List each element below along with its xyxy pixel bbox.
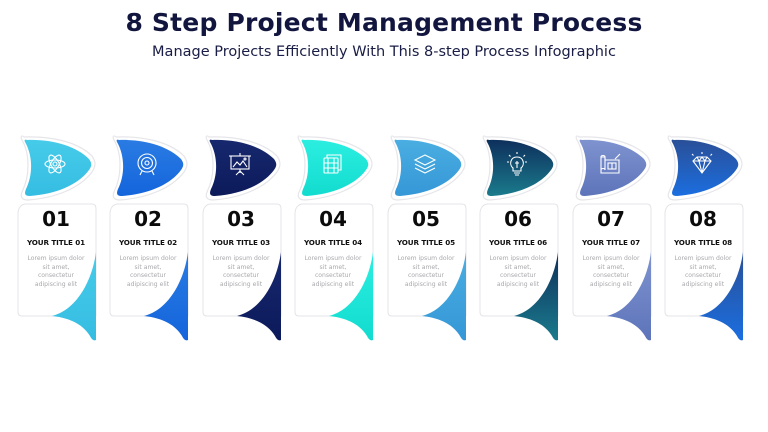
step-description: Lorem ipsum dolor sit amet, consectetur … [304, 255, 362, 288]
step-card-06: 06 YOUR TITLE 06 Lorem ipsum dolor sit a… [478, 132, 564, 342]
step-description: Lorem ipsum dolor sit amet, consectetur … [674, 255, 732, 288]
step-number: 05 [412, 207, 440, 231]
step-shape [479, 135, 559, 341]
step-number: 07 [597, 207, 625, 231]
step-title: YOUR TITLE 03 [211, 238, 271, 247]
step-description: Lorem ipsum dolor sit amet, consectetur … [489, 255, 547, 288]
step-card-05: 05 YOUR TITLE 05 Lorem ipsum dolor sit a… [386, 132, 472, 342]
step-card-03: 03 YOUR TITLE 03 Lorem ipsum dolor sit a… [201, 132, 287, 342]
step-card-02: 02 YOUR TITLE 02 Lorem ipsum dolor sit a… [108, 132, 194, 342]
atom-icon [42, 151, 68, 177]
blueprint-icon [597, 151, 623, 177]
step-description: Lorem ipsum dolor sit amet, consectetur … [119, 255, 177, 288]
step-title: YOUR TITLE 01 [26, 238, 86, 247]
step-number: 04 [319, 207, 347, 231]
step-card-08: 08 YOUR TITLE 08 Lorem ipsum dolor sit a… [663, 132, 749, 342]
step-number: 03 [227, 207, 255, 231]
step-description: Lorem ipsum dolor sit amet, consectetur … [582, 255, 640, 288]
step-description: Lorem ipsum dolor sit amet, consectetur … [27, 255, 85, 288]
step-title: YOUR TITLE 07 [581, 238, 641, 247]
step-number: 06 [504, 207, 532, 231]
step-title: YOUR TITLE 08 [673, 238, 733, 247]
step-number: 01 [42, 207, 70, 231]
diamond-icon [689, 151, 715, 177]
step-card-07: 07 YOUR TITLE 07 Lorem ipsum dolor sit a… [571, 132, 657, 342]
lightbulb-icon [504, 151, 530, 177]
step-card-04: 04 YOUR TITLE 04 Lorem ipsum dolor sit a… [293, 132, 379, 342]
step-title: YOUR TITLE 02 [118, 238, 178, 247]
step-shape [17, 135, 97, 341]
layers-icon [412, 151, 438, 177]
step-description: Lorem ipsum dolor sit amet, consectetur … [212, 255, 270, 288]
page-title: 8 Step Project Management Process [125, 8, 643, 37]
presentation-board-icon [227, 151, 253, 177]
step-number: 02 [134, 207, 162, 231]
step-description: Lorem ipsum dolor sit amet, consectetur … [397, 255, 455, 288]
step-card-01: 01 YOUR TITLE 01 Lorem ipsum dolor sit a… [16, 132, 102, 342]
step-title: YOUR TITLE 04 [303, 238, 363, 247]
film-frames-icon [319, 151, 345, 177]
step-shape [572, 135, 652, 341]
step-title: YOUR TITLE 05 [396, 238, 456, 247]
step-shape [202, 135, 282, 341]
step-number: 08 [689, 207, 717, 231]
step-title: YOUR TITLE 06 [488, 238, 548, 247]
page-subtitle: Manage Projects Efficiently With This 8-… [152, 44, 616, 60]
target-icon [134, 151, 160, 177]
